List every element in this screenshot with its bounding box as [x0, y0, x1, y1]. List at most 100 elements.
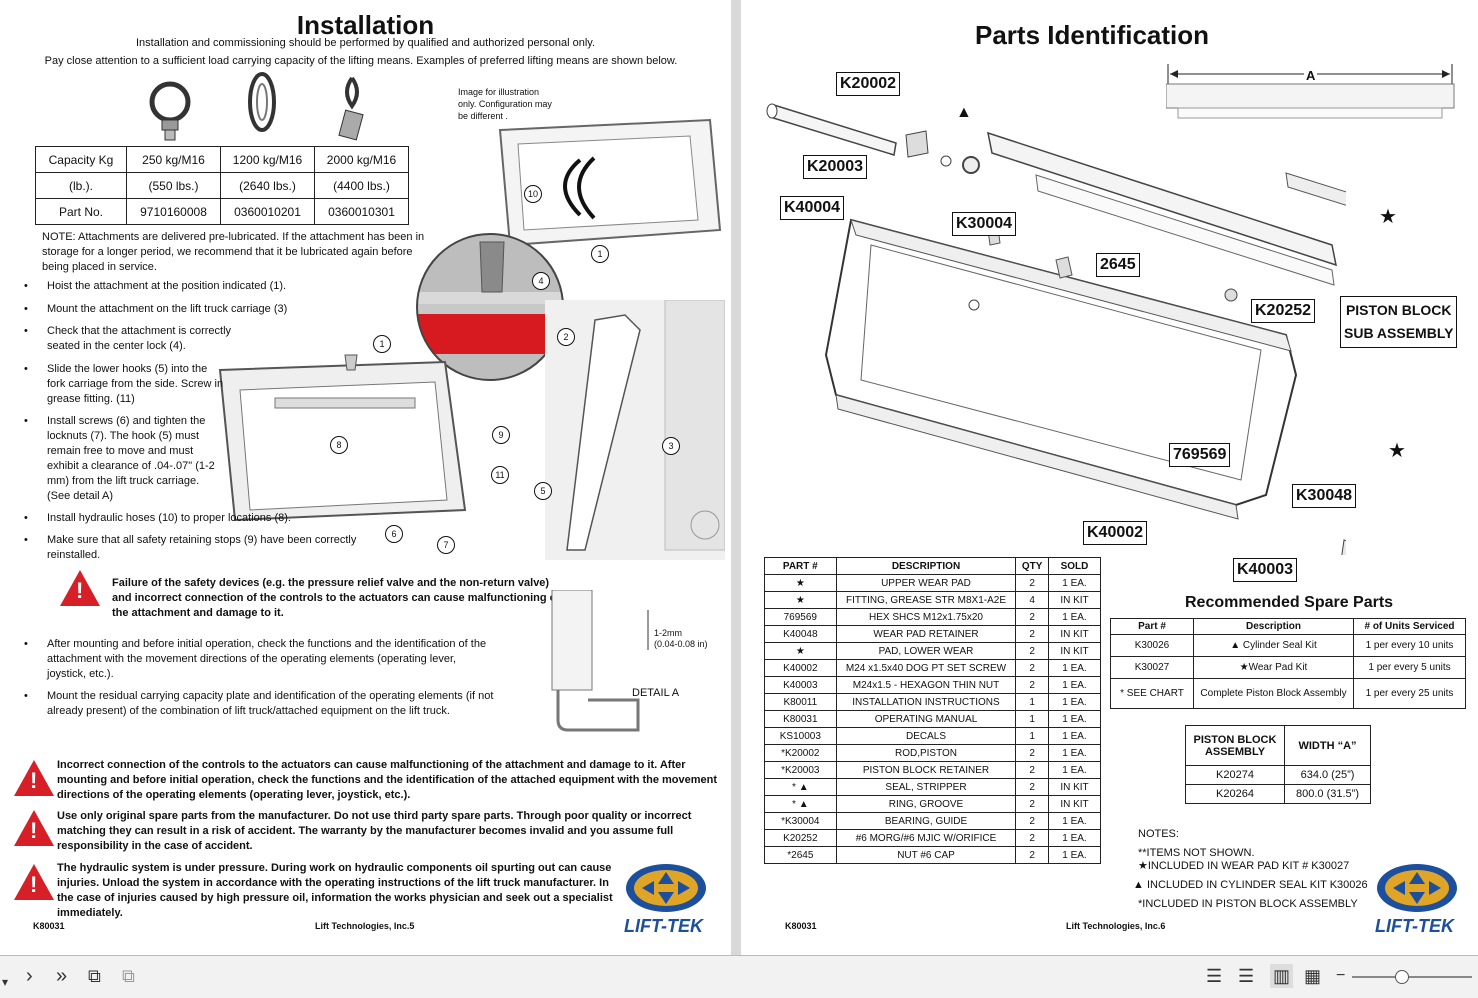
detail-a-drawing — [551, 590, 649, 732]
exploded-parts-drawing — [766, 103, 1346, 555]
next-page-icon[interactable]: › — [26, 965, 33, 987]
warning-icon — [14, 760, 54, 796]
capacity-table: Capacity Kg 250 kg/M16 1200 kg/M16 2000 … — [35, 146, 409, 225]
list-item: Slide the lower hooks (5) into the fork … — [24, 362, 224, 407]
image-note: Image for illustration only. Configurati… — [458, 87, 552, 121]
triangle-icon: ▲ — [956, 104, 972, 121]
zoom-slider-handle[interactable] — [1395, 970, 1409, 984]
part-callout: K30048 — [1292, 484, 1357, 508]
detail-a-label: DETAIL A — [632, 687, 680, 699]
part-callout: K30004 — [952, 212, 1017, 236]
table-header-row: PART # DESCRIPTION QTY SOLD — [764, 557, 1102, 575]
intro-text-2: Pay close attention to a sufficient load… — [44, 55, 678, 67]
clearance-label: 1-2mm — [654, 628, 683, 638]
table-row: (lb.). (550 lbs.) (2640 lbs.) (4400 lbs.… — [35, 172, 409, 199]
list-item: Hoist the attachment at the position ind… — [24, 279, 354, 294]
note-item: **ITEMS NOT SHOWN. — [1138, 847, 1255, 859]
extract-page-icon[interactable]: ⧉ — [122, 966, 135, 986]
lubrication-note: NOTE: Attachments are delivered pre-lubr… — [42, 231, 425, 273]
part-callout: 769569 — [1169, 443, 1231, 467]
note-item: ★INCLUDED IN WEAR PAD KIT # K30027 — [1138, 860, 1350, 872]
star-icon: ★ — [1379, 206, 1397, 228]
two-page-continuous-icon[interactable]: ▦ — [1304, 966, 1322, 986]
notes-title: NOTES: — [1138, 828, 1179, 840]
table-row: K30026 ▲ Cylinder Seal Kit 1 per every 1… — [1110, 634, 1466, 657]
width-dimension-drawing — [1166, 64, 1455, 119]
attachment-frame-drawing — [218, 354, 467, 522]
spare-parts-title: Recommended Spare Parts — [1185, 594, 1394, 611]
note-item: ▲ INCLUDED IN CYLINDER SEAL KIT K30026 — [1133, 879, 1368, 891]
footer-doc-number: K80031 — [785, 921, 817, 931]
truck-carriage-drawing — [545, 300, 725, 560]
callout-number: 9 — [492, 426, 510, 444]
callout-number: 1 — [591, 245, 609, 263]
part-callout: 2645 — [1096, 253, 1140, 277]
callout-number: 2 — [557, 328, 575, 346]
intro-text: Installation and commissioning should be… — [135, 37, 596, 49]
piston-block-callout: PISTON BLOCK SUB ASSEMBLY — [1340, 296, 1458, 348]
footer-doc-number: K80031 — [33, 921, 65, 931]
dimension-label: A — [1304, 68, 1318, 83]
page-title: Parts Identification — [975, 20, 1210, 50]
warning-icon — [14, 864, 54, 900]
warning-text: Use only original spare parts from the m… — [57, 810, 692, 852]
warning-icon — [14, 810, 54, 846]
center-lock-detail — [416, 233, 564, 381]
list-item: Check that the attachment is correctly s… — [24, 324, 244, 354]
table-row: Capacity Kg 250 kg/M16 1200 kg/M16 2000 … — [35, 146, 409, 173]
list-item: Mount the residual carrying capacity pla… — [24, 689, 514, 719]
two-page-view-icon[interactable]: ▥ — [1270, 964, 1294, 988]
callout-number: 7 — [437, 536, 455, 554]
lifting-means-illustration — [149, 72, 364, 141]
callout-number: 6 — [385, 525, 403, 543]
part-callout: K40003 — [1233, 558, 1298, 582]
part-callout: K40004 — [780, 196, 845, 220]
clearance-label-inch: (0.04-0.08 in) — [654, 639, 708, 649]
zoom-slider[interactable] — [1352, 976, 1472, 978]
list-item: Install hydraulic hoses (10) to proper l… — [24, 511, 354, 526]
warning-text: Failure of the safety devices (e.g. the … — [112, 577, 560, 619]
continuous-view-icon[interactable]: ☰ — [1238, 966, 1255, 986]
list-item: Mount the attachment on the lift truck c… — [24, 302, 354, 317]
rotate-page-icon[interactable]: ⧉ — [88, 966, 101, 986]
zoom-out-icon[interactable]: − — [1336, 967, 1346, 984]
footer-page-number: Lift Technologies, Inc.6 — [1066, 921, 1166, 931]
warning-text: Incorrect connection of the controls to … — [57, 759, 718, 801]
lift-tek-logo — [1377, 864, 1457, 912]
table-header-row: Part # Description # of Units Serviced — [1110, 618, 1466, 635]
footer-page-number: Lift Technologies, Inc.5 — [315, 921, 415, 931]
callout-number: 1 — [373, 335, 391, 353]
table-row: * SEE CHART Complete Piston Block Assemb… — [1110, 678, 1466, 709]
spare-parts-table: Part # Description # of Units Serviced K… — [1110, 618, 1466, 709]
part-callout: K20002 — [836, 72, 901, 96]
page-title: Installation — [296, 10, 435, 40]
table-row: K30027 ★Wear Pad Kit 1 per every 5 units — [1110, 656, 1466, 679]
caret-down-icon[interactable]: ▾ — [2, 975, 9, 989]
single-page-view-icon[interactable]: ☰ — [1206, 966, 1223, 986]
hose-attachment-drawing — [498, 118, 722, 247]
part-callout: K40002 — [1083, 521, 1148, 545]
list-item: Install screws (6) and tighten the lockn… — [24, 414, 224, 504]
table-header-row: PISTON BLOCK ASSEMBLY WIDTH “A” — [1185, 725, 1371, 766]
callout-number: 8 — [330, 436, 348, 454]
parts-table: PART # DESCRIPTION QTY SOLD ★UPPER WEAR … — [764, 557, 1102, 864]
logo-text: LIFT-TEK — [624, 916, 703, 936]
star-icon: ★ — [1388, 440, 1406, 462]
last-page-icon[interactable]: » — [56, 965, 68, 987]
part-callout: K20003 — [803, 155, 868, 179]
piston-block-table: PISTON BLOCK ASSEMBLY WIDTH “A” K20274 6… — [1185, 725, 1371, 804]
callout-number: 11 — [491, 466, 509, 484]
lift-tek-logo — [626, 864, 706, 912]
